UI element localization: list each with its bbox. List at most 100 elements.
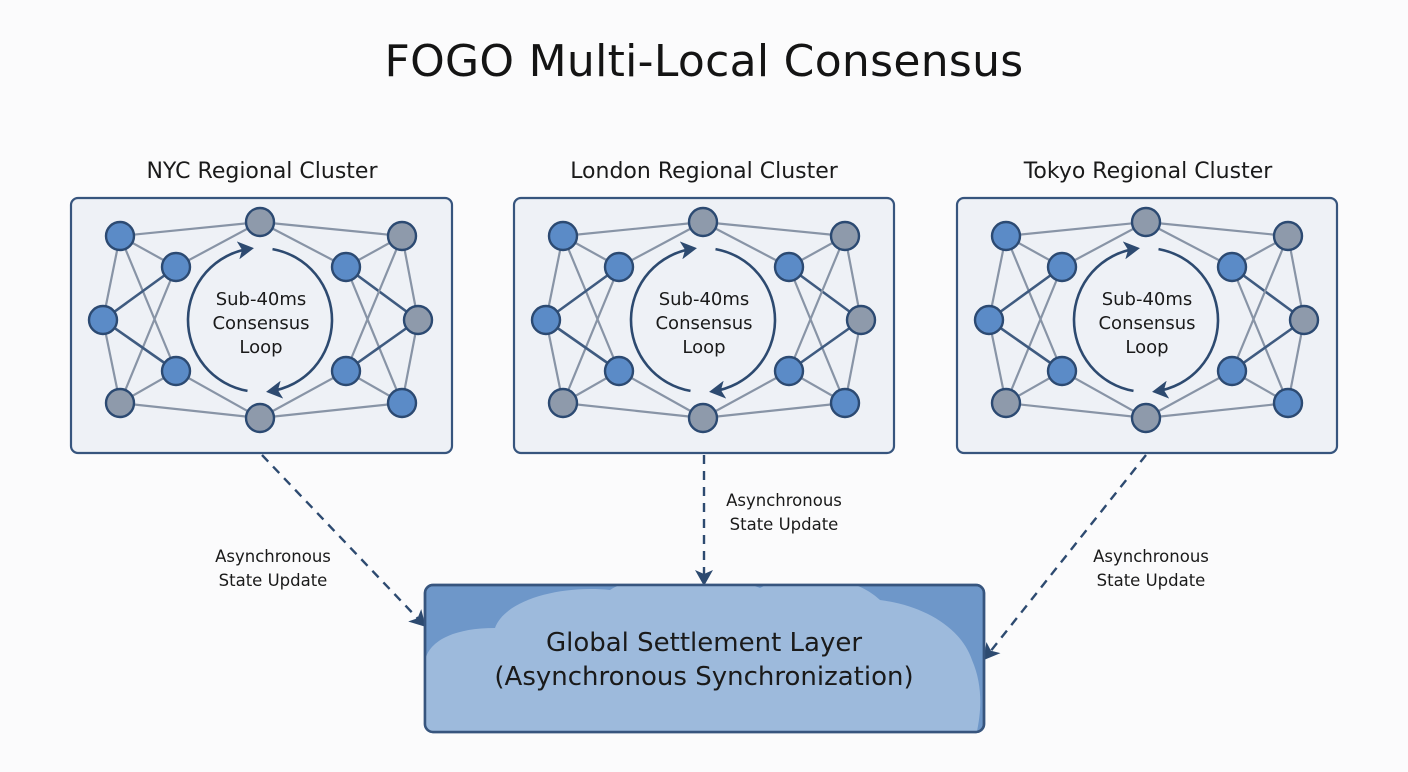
loop-label-line: Loop bbox=[1125, 337, 1169, 358]
network-edge bbox=[701, 220, 791, 269]
network-edge bbox=[1060, 220, 1148, 269]
validator-node-active bbox=[87, 304, 119, 336]
cluster-tokyo bbox=[955, 196, 1339, 455]
validator-node-active bbox=[330, 251, 362, 283]
loop-arrow-left bbox=[186, 241, 254, 393]
cluster-title-nyc: NYC Regional Cluster bbox=[146, 159, 378, 184]
validator-node-idle bbox=[687, 402, 719, 434]
async-update-arrow-tokyo bbox=[983, 454, 1147, 661]
network-edge bbox=[1144, 401, 1290, 420]
network-edge bbox=[617, 369, 705, 420]
network-edge bbox=[701, 220, 847, 238]
loop-label-line: Loop bbox=[682, 337, 726, 358]
network-edge bbox=[174, 220, 262, 269]
validator-node-idle bbox=[386, 220, 418, 252]
validator-node-active bbox=[990, 220, 1022, 252]
validator-node-active bbox=[773, 355, 805, 387]
network-edge bbox=[561, 401, 705, 420]
global-settlement-subtitle: (Asynchronous Synchronization) bbox=[494, 662, 914, 692]
network-edge bbox=[258, 369, 348, 420]
validator-node-active bbox=[160, 251, 192, 283]
validator-node-active bbox=[773, 251, 805, 283]
connection-label-line: State Update bbox=[218, 571, 328, 590]
validator-node-active bbox=[1046, 355, 1078, 387]
async-update-arrow-nyc bbox=[261, 454, 426, 627]
validator-node-idle bbox=[1288, 304, 1320, 336]
consensus-loop bbox=[186, 241, 334, 399]
validator-node-active bbox=[603, 355, 635, 387]
loop-arrow-left bbox=[1072, 241, 1140, 393]
loop-label-line: Consensus bbox=[212, 313, 310, 334]
network-edge bbox=[787, 234, 847, 373]
consensus-loop-label-london: Sub-40ms Consensus Loop bbox=[634, 288, 774, 360]
validator-node-idle bbox=[845, 304, 877, 336]
network-edge bbox=[258, 401, 404, 420]
cluster-nodes bbox=[87, 206, 434, 434]
validator-node-idle bbox=[402, 304, 434, 336]
network-edge bbox=[1004, 401, 1148, 420]
network-edge bbox=[1230, 265, 1290, 405]
validator-node-active bbox=[547, 220, 579, 252]
loop-arrow-right bbox=[709, 247, 777, 399]
network-edge bbox=[118, 401, 262, 420]
connection-label-london: Asynchronous State Update bbox=[684, 489, 884, 537]
loop-label-line: Sub-40ms bbox=[1101, 289, 1193, 310]
consensus-loop-label-nyc: Sub-40ms Consensus Loop bbox=[191, 288, 331, 360]
network-edge bbox=[1060, 369, 1148, 420]
network-edge bbox=[344, 234, 404, 373]
validator-node-idle bbox=[1272, 220, 1304, 252]
network-edge bbox=[561, 234, 621, 373]
validator-node-active bbox=[973, 304, 1005, 336]
network-edge bbox=[1144, 220, 1234, 269]
global-settlement-title: Global Settlement Layer bbox=[545, 628, 863, 658]
cluster-nodes bbox=[530, 206, 877, 434]
validator-node-idle bbox=[990, 387, 1022, 419]
network-edge bbox=[561, 220, 705, 238]
validator-node-active bbox=[160, 355, 192, 387]
connection-label-line: Asynchronous bbox=[726, 491, 842, 510]
network-edge bbox=[1144, 369, 1234, 420]
validator-node-active bbox=[1216, 355, 1248, 387]
loop-label-line: Sub-40ms bbox=[215, 289, 307, 310]
network-edge bbox=[258, 220, 404, 238]
network-edge bbox=[787, 265, 847, 405]
cluster-nyc bbox=[69, 196, 454, 455]
validator-node-active bbox=[603, 251, 635, 283]
network-edge bbox=[258, 220, 348, 269]
cluster-london bbox=[512, 196, 896, 455]
connection-label-tokyo: Asynchronous State Update bbox=[1051, 545, 1251, 593]
network-edge bbox=[118, 220, 262, 238]
consensus-loop bbox=[1072, 241, 1220, 399]
network-edge bbox=[1230, 234, 1290, 373]
cluster-nodes bbox=[973, 206, 1320, 434]
network-edge bbox=[701, 401, 847, 420]
network-edge bbox=[561, 265, 621, 405]
validator-node-idle bbox=[547, 387, 579, 419]
loop-arrow-right bbox=[1152, 247, 1220, 399]
connection-label-line: State Update bbox=[1096, 571, 1206, 590]
validator-node-idle bbox=[1130, 206, 1162, 238]
validator-node-idle bbox=[104, 387, 136, 419]
loop-label-line: Consensus bbox=[655, 313, 753, 334]
network-edge bbox=[1144, 220, 1290, 238]
cluster-title-london: London Regional Cluster bbox=[570, 159, 838, 184]
global-settlement-layer bbox=[423, 583, 986, 734]
loop-arrow-left bbox=[629, 241, 697, 393]
connection-label-line: State Update bbox=[729, 515, 839, 534]
network-edge bbox=[1004, 220, 1148, 238]
diagram-title: FOGO Multi-Local Consensus bbox=[384, 36, 1024, 87]
connection-label-nyc: Asynchronous State Update bbox=[173, 545, 373, 593]
loop-label-line: Loop bbox=[239, 337, 283, 358]
validator-node-idle bbox=[829, 220, 861, 252]
validator-node-idle bbox=[244, 402, 276, 434]
network-edge bbox=[701, 369, 791, 420]
network-edge bbox=[174, 369, 262, 420]
validator-node-active bbox=[386, 387, 418, 419]
network-edge bbox=[118, 265, 178, 405]
validator-node-active bbox=[330, 355, 362, 387]
network-edge bbox=[1004, 265, 1064, 405]
validator-node-active bbox=[1272, 387, 1304, 419]
network-edge bbox=[1004, 234, 1064, 373]
connection-label-line: Asynchronous bbox=[1093, 547, 1209, 566]
